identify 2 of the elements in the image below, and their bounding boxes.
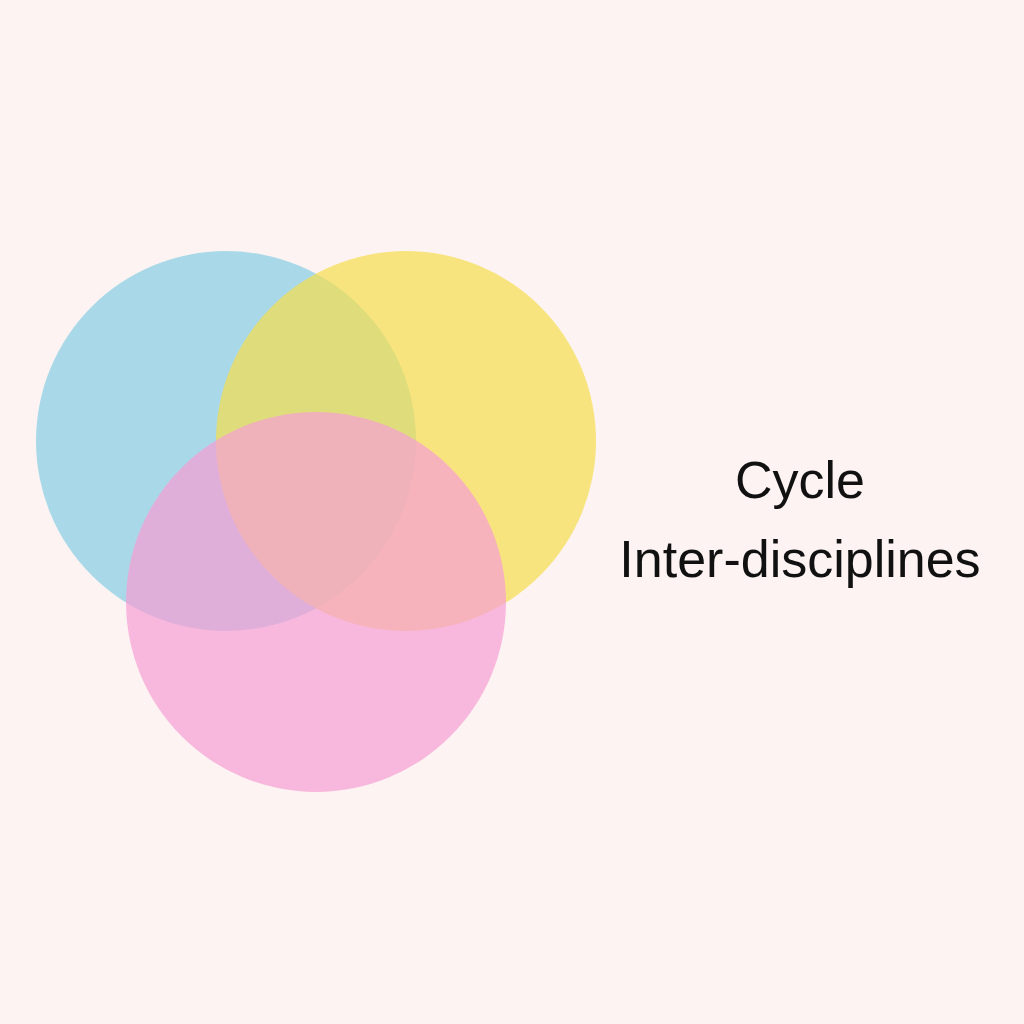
venn-circle (126, 412, 506, 792)
diagram-title: Cycle Inter-disciplines (618, 450, 982, 590)
